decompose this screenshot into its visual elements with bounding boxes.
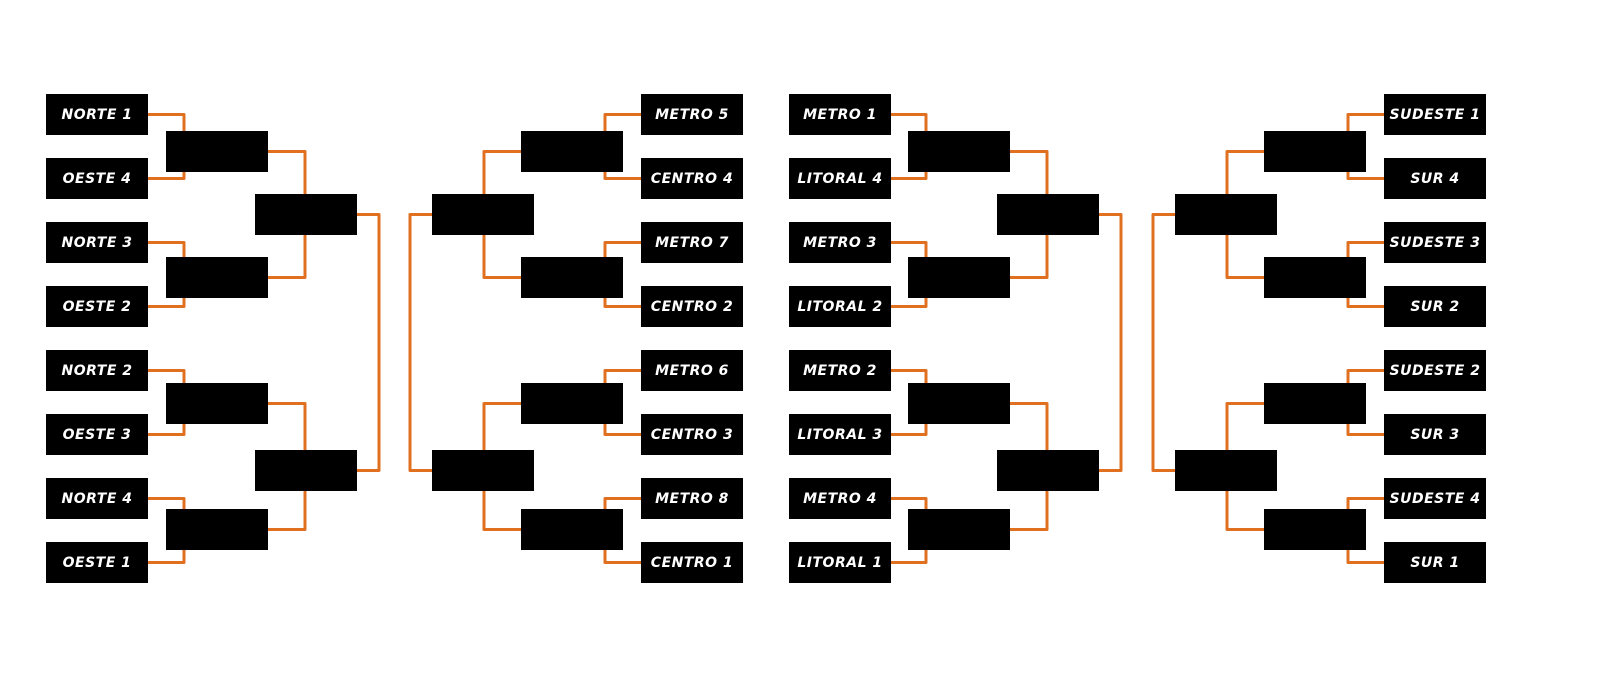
- round2-slot-empty: [166, 509, 268, 550]
- round3-slot-empty: [997, 450, 1099, 491]
- round3-slot-empty: [997, 194, 1099, 235]
- round3-slot-empty: [432, 194, 534, 235]
- round2-slot-empty: [908, 509, 1010, 550]
- round2-slot-empty: [166, 257, 268, 298]
- team-slot: SUDESTE 2: [1384, 350, 1486, 391]
- team-slot: CENTRO 4: [641, 158, 743, 199]
- team-slot: METRO 4: [789, 478, 891, 519]
- team-slot: NORTE 4: [46, 478, 148, 519]
- round2-slot-empty: [908, 257, 1010, 298]
- round3-slot-empty: [255, 194, 357, 235]
- round2-slot-empty: [1264, 257, 1366, 298]
- team-slot: SUDESTE 1: [1384, 94, 1486, 135]
- team-slot: LITORAL 2: [789, 286, 891, 327]
- round2-slot-empty: [1264, 383, 1366, 424]
- round3-slot-empty: [1175, 194, 1277, 235]
- connector-round3: [408, 213, 432, 472]
- round2-slot-empty: [1264, 509, 1366, 550]
- team-slot: METRO 3: [789, 222, 891, 263]
- team-slot: METRO 5: [641, 94, 743, 135]
- team-slot: NORTE 1: [46, 94, 148, 135]
- team-slot: METRO 1: [789, 94, 891, 135]
- connector-round3: [1151, 213, 1175, 472]
- round2-slot-empty: [521, 257, 623, 298]
- round2-slot-empty: [166, 383, 268, 424]
- round3-slot-empty: [1175, 450, 1277, 491]
- team-slot: LITORAL 4: [789, 158, 891, 199]
- team-slot: NORTE 2: [46, 350, 148, 391]
- team-slot: METRO 2: [789, 350, 891, 391]
- team-slot: SUR 2: [1384, 286, 1486, 327]
- round2-slot-empty: [1264, 131, 1366, 172]
- team-slot: METRO 7: [641, 222, 743, 263]
- round2-slot-empty: [166, 131, 268, 172]
- team-slot: SUDESTE 3: [1384, 222, 1486, 263]
- team-slot: SUR 4: [1384, 158, 1486, 199]
- round3-slot-empty: [432, 450, 534, 491]
- team-slot: SUDESTE 4: [1384, 478, 1486, 519]
- round3-slot-empty: [255, 450, 357, 491]
- team-slot: LITORAL 3: [789, 414, 891, 455]
- team-slot: SUR 1: [1384, 542, 1486, 583]
- team-slot: CENTRO 2: [641, 286, 743, 327]
- team-slot: OESTE 3: [46, 414, 148, 455]
- round2-slot-empty: [521, 509, 623, 550]
- connector-round3: [357, 213, 381, 472]
- team-slot: CENTRO 3: [641, 414, 743, 455]
- round2-slot-empty: [521, 383, 623, 424]
- round2-slot-empty: [908, 131, 1010, 172]
- team-slot: OESTE 2: [46, 286, 148, 327]
- team-slot: SUR 3: [1384, 414, 1486, 455]
- connector-round3: [1099, 213, 1123, 472]
- round2-slot-empty: [521, 131, 623, 172]
- team-slot: METRO 6: [641, 350, 743, 391]
- team-slot: LITORAL 1: [789, 542, 891, 583]
- team-slot: NORTE 3: [46, 222, 148, 263]
- team-slot: CENTRO 1: [641, 542, 743, 583]
- team-slot: OESTE 4: [46, 158, 148, 199]
- team-slot: OESTE 1: [46, 542, 148, 583]
- round2-slot-empty: [908, 383, 1010, 424]
- team-slot: METRO 8: [641, 478, 743, 519]
